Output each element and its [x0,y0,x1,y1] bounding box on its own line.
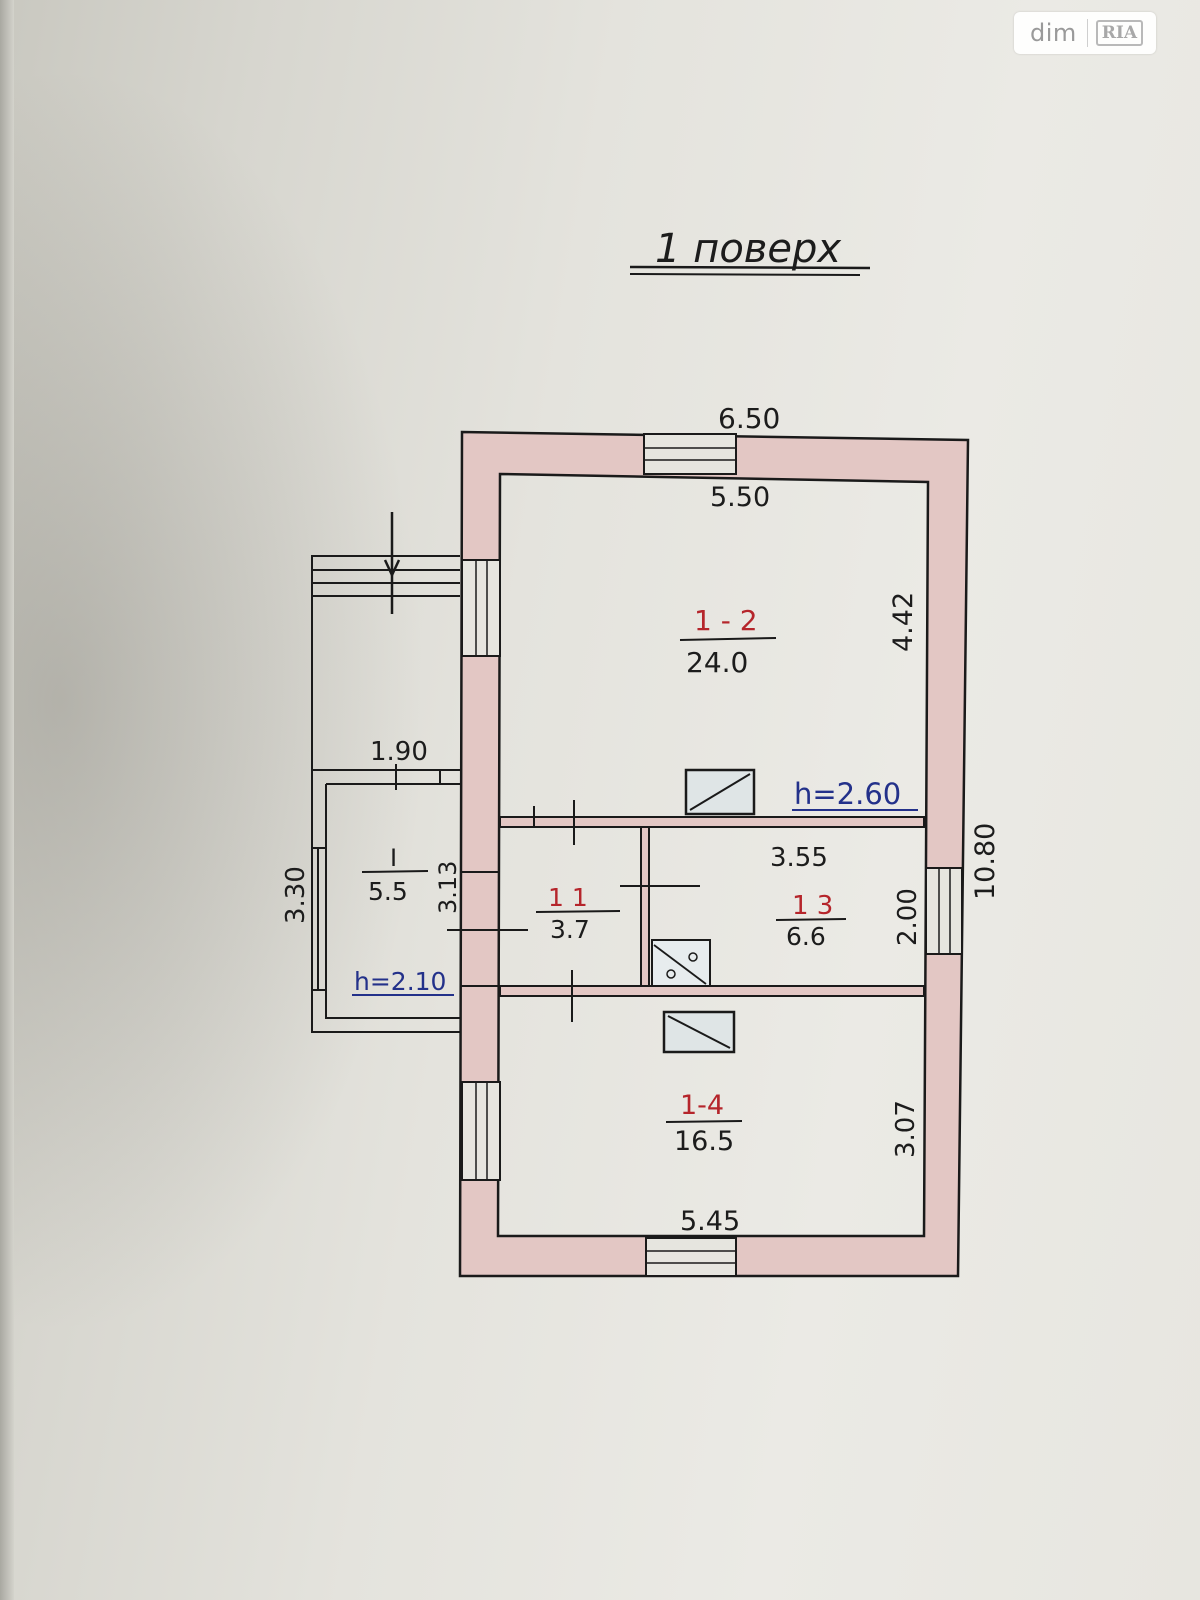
dim-room-1-3-width: 3.55 [770,843,828,873]
dim-outer-width: 6.50 [718,402,780,435]
window-left-upper [461,559,501,657]
room-1-2-number: 1 - 2 [694,604,758,637]
height-main: h=2.60 [794,777,901,811]
room-porch-divider [361,870,429,873]
page-edge [0,0,14,1600]
room-1-1-area: 3.7 [550,915,590,944]
height-porch: h=2.10 [354,967,446,996]
room-1-2-divider [679,637,777,641]
room-1-4-area: 16.5 [674,1126,734,1157]
room-1-4-number: 1-4 [680,1090,724,1121]
dim-porch-width: 1.90 [370,737,428,767]
window-left-lower [461,1081,501,1181]
partition-top [499,816,925,828]
title-underline-2 [629,273,861,276]
dim-porch-length: 3.30 [281,866,311,924]
dim-inner-width-top: 5.50 [710,482,770,513]
room-1-3-number: 1 3 [792,891,833,921]
dim-room-1-4-depth: 3.07 [891,1100,921,1158]
dim-room-1-2-depth: 4.42 [888,592,919,652]
boiler [651,939,711,987]
window-top [643,433,737,475]
dim-room-1-3-depth: 2.00 [893,888,923,946]
logo-ria-text: RIA [1095,20,1144,46]
porch [311,555,500,1033]
room-1-2-area: 24.0 [686,646,748,679]
dim-total-length: 10.80 [970,823,1001,900]
stove-upper [684,768,756,816]
logo-separator [1086,19,1088,47]
room-1-3-divider [775,918,847,921]
room-porch-number: I [390,844,397,872]
partition-bottom [499,985,925,997]
title-underline-1 [629,265,871,270]
window-right [925,867,963,955]
outer-walls [458,430,970,1278]
room-1-1-number: 1 1 [548,883,588,912]
plan-title: 1 поверх [655,226,841,272]
partition-vertical [640,826,650,987]
room-porch-area: 5.5 [368,877,408,906]
room-1-3-area: 6.6 [786,922,826,951]
logo-dim-text: dim [1030,19,1077,47]
porch-entry-arrowhead [383,559,401,578]
stove-lower [662,1010,736,1054]
door-markers [395,764,700,1022]
dim-inner-width-bottom: 5.45 [680,1206,740,1237]
dim-porch-inner: 3.13 [434,861,462,914]
dim-ria-logo: dim RIA [1014,12,1156,54]
room-1-4-divider [665,1120,743,1123]
window-bottom [645,1237,737,1277]
room-1-1-divider [535,910,621,913]
